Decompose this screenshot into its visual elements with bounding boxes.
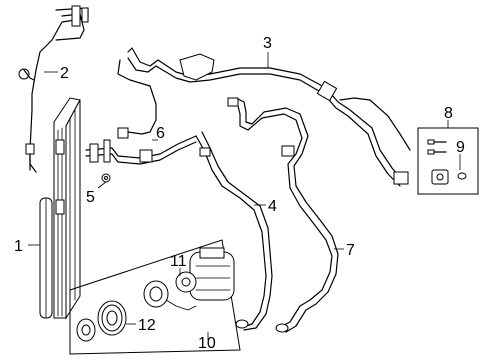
callout-5-leader <box>97 181 107 189</box>
callout-9: 9 <box>456 139 465 156</box>
discharge-line <box>195 131 273 331</box>
part-8-kit <box>417 127 479 195</box>
callout-5: 5 <box>86 189 95 206</box>
callout-3: 3 <box>263 35 272 52</box>
condenser <box>39 97 81 320</box>
callout-12: 12 <box>138 317 156 334</box>
callout-11: 11 <box>170 253 187 270</box>
callout-2: 2 <box>60 65 69 82</box>
callout-8: 8 <box>444 105 453 122</box>
callout-6: 6 <box>156 125 165 142</box>
suction-hose <box>117 47 411 187</box>
hose-7 <box>227 97 339 333</box>
compressor-group <box>69 239 241 355</box>
compressor <box>189 251 235 301</box>
liquid-line <box>18 5 89 173</box>
line-fittings <box>85 135 197 183</box>
compressor-frame <box>69 239 241 355</box>
callout-1: 1 <box>14 238 23 255</box>
o-ring <box>457 172 467 180</box>
part-8-frame <box>417 127 479 195</box>
callout-4: 4 <box>268 198 277 215</box>
callout-7: 7 <box>346 242 355 259</box>
callout-10: 10 <box>198 335 216 352</box>
